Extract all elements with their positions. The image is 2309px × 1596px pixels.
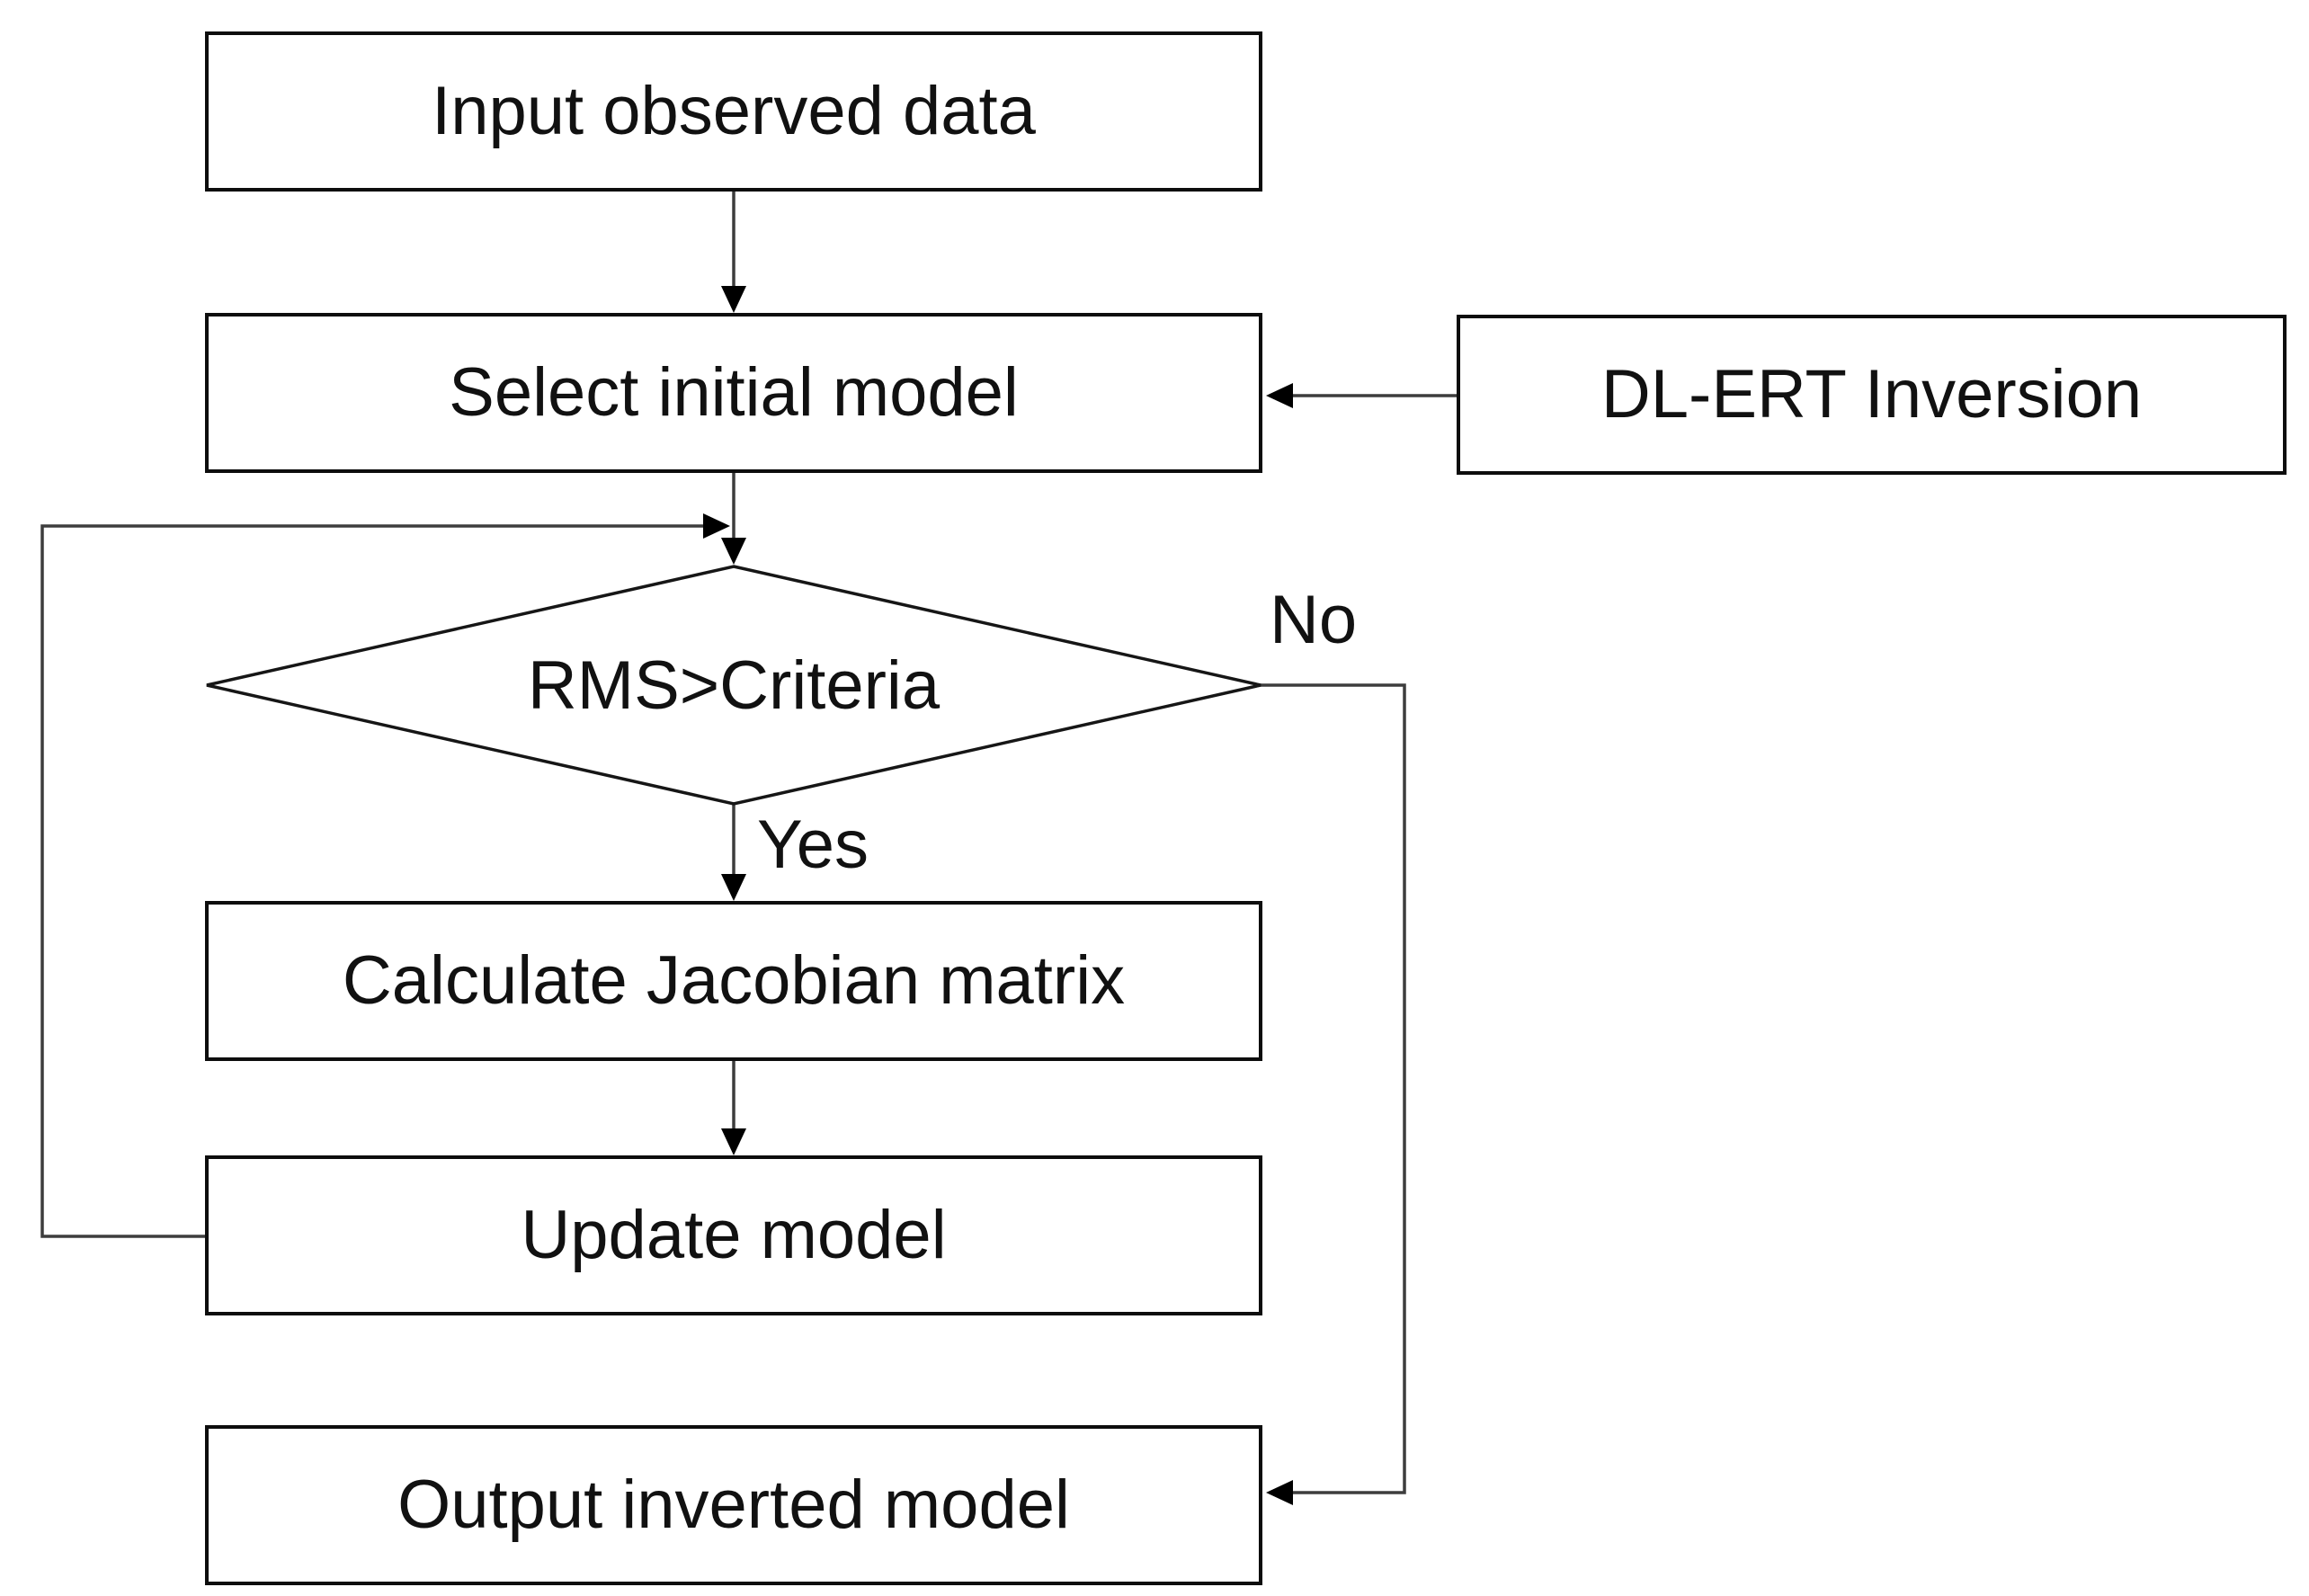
node-dlert-inversion: DL-ERT Inversion: [1457, 315, 2287, 475]
node-label-select: Select initial model: [449, 354, 1019, 432]
edge-decision-yes-to-calc: [721, 804, 746, 901]
node-label-decision: RMS>Criteria: [527, 646, 941, 724]
node-update-model: Update model: [205, 1155, 1262, 1315]
node-select-initial-model: Select initial model: [205, 313, 1262, 473]
edge-decision-no-to-output: [1261, 683, 1406, 1505]
node-label-dlert: DL-ERT Inversion: [1600, 356, 2143, 433]
node-calculate-jacobian-matrix: Calculate Jacobian matrix: [205, 901, 1262, 1061]
edge-update-loop-to-decision: [40, 513, 730, 1238]
node-input-observed-data: Input observed data: [205, 31, 1262, 192]
edge-label-no: No: [1270, 582, 1358, 658]
edge-input-to-select: [721, 192, 746, 313]
edge-calc-to-update: [721, 1061, 746, 1155]
node-decision-diamond: [206, 565, 1261, 806]
node-label-update: Update model: [521, 1197, 947, 1274]
node-label-calc: Calculate Jacobian matrix: [342, 942, 1126, 1020]
edge-label-yes: Yes: [757, 807, 869, 883]
node-label-output: Output inverted model: [397, 1467, 1070, 1544]
node-label-input: Input observed data: [432, 73, 1036, 150]
edge-select-to-decision: [721, 473, 746, 565]
edge-dlert-to-select: [1266, 383, 1457, 408]
node-output-inverted-model: Output inverted model: [205, 1425, 1262, 1585]
node-decision-label-area: RMS>Criteria: [205, 575, 1262, 795]
